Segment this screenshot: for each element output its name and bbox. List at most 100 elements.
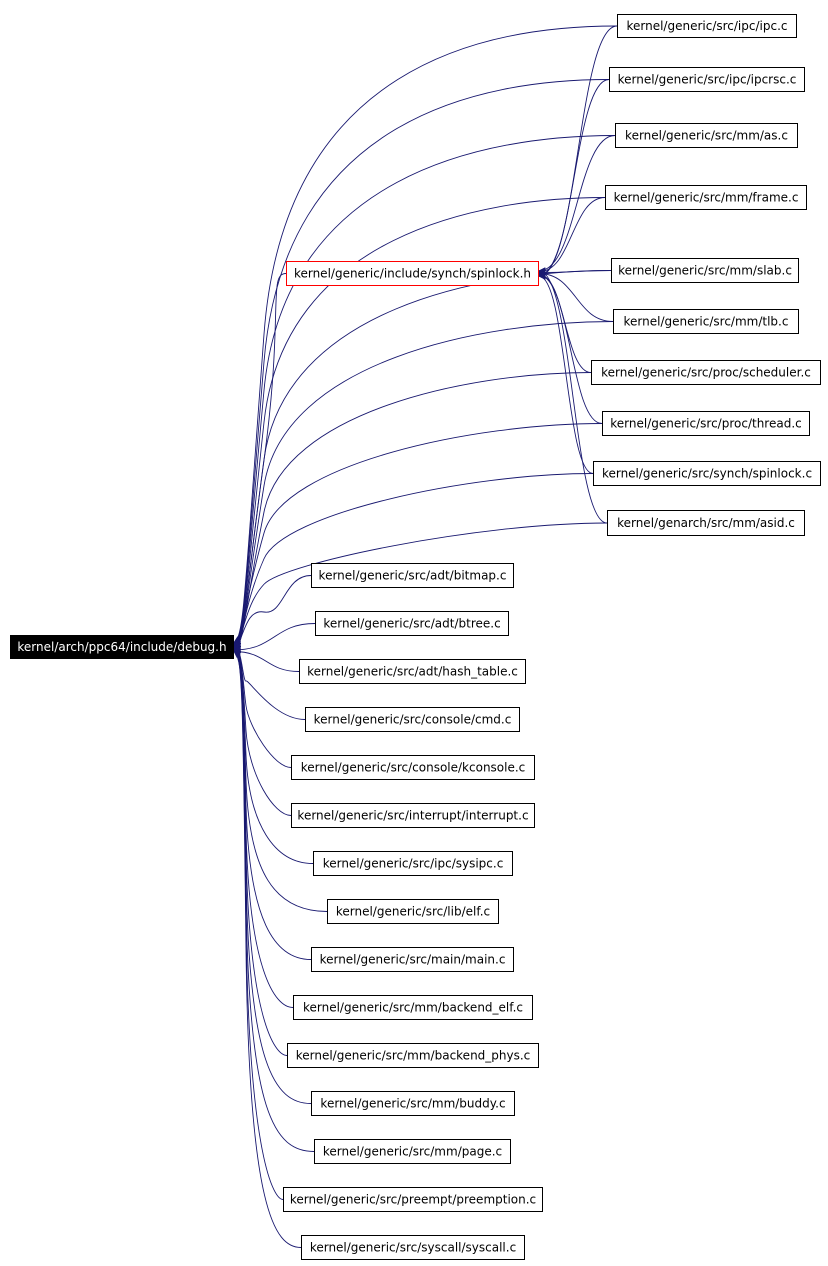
node-box — [611, 258, 799, 283]
node-kconsole-c[interactable]: kernel/generic/src/console/kconsole.c — [291, 755, 535, 780]
edge-slab_c-to-debug — [233, 270, 612, 649]
node-label: kernel/generic/src/mm/as.c — [625, 129, 788, 143]
node-cmd-c[interactable]: kernel/generic/src/console/cmd.c — [305, 707, 520, 732]
node-label: kernel/generic/src/interrupt/interrupt.c — [297, 809, 528, 823]
node-preemption-c[interactable]: kernel/generic/src/preempt/preemption.c — [283, 1187, 543, 1212]
node-label: kernel/generic/src/ipc/ipcrsc.c — [618, 73, 797, 87]
edge-ipc_c-to-spinlock_h — [538, 25, 618, 279]
edge-thread_c-to-debug — [233, 423, 603, 643]
node-as-c[interactable]: kernel/generic/src/mm/as.c — [615, 123, 798, 148]
node-box — [301, 1235, 525, 1260]
node-btree-c[interactable]: kernel/generic/src/adt/btree.c — [315, 611, 509, 636]
node-asid-c[interactable]: kernel/genarch/src/mm/asid.c — [607, 510, 805, 536]
node-scheduler-c[interactable]: kernel/generic/src/proc/scheduler.c — [591, 360, 821, 385]
node-box — [591, 360, 821, 385]
node-label: kernel/generic/src/console/kconsole.c — [301, 761, 526, 775]
node-box — [615, 123, 798, 148]
node-ipc-c[interactable]: kernel/generic/src/ipc/ipc.c — [617, 14, 797, 38]
node-label: kernel/generic/src/mm/slab.c — [618, 264, 792, 278]
node-label: kernel/generic/src/mm/page.c — [323, 1145, 502, 1159]
node-backend-elf-c[interactable]: kernel/generic/src/mm/backend_elf.c — [293, 995, 533, 1020]
node-syscall-c[interactable]: kernel/generic/src/syscall/syscall.c — [301, 1235, 525, 1260]
node-label: kernel/generic/src/ipc/sysipc.c — [323, 857, 504, 871]
node-box — [283, 1187, 543, 1212]
node-tlb-c[interactable]: kernel/generic/src/mm/tlb.c — [613, 309, 799, 334]
edge-tlb_c-to-debug — [233, 321, 614, 651]
node-thread-c[interactable]: kernel/generic/src/proc/thread.c — [602, 411, 810, 436]
node-box — [602, 411, 810, 436]
node-box — [314, 1139, 511, 1164]
node-spinlock-h[interactable]: kernel/generic/include/synch/spinlock.h — [286, 261, 539, 286]
node-box — [609, 67, 805, 92]
edge-hash_table_c-to-debug — [233, 648, 300, 672]
node-box — [593, 461, 821, 486]
node-label: kernel/generic/src/ipc/ipc.c — [626, 19, 787, 33]
node-box — [327, 899, 499, 924]
node-box — [291, 803, 535, 828]
edges-layer — [233, 25, 618, 1248]
edge-asid_c-to-spinlock_h — [538, 267, 608, 524]
node-elf-c[interactable]: kernel/generic/src/lib/elf.c — [327, 899, 499, 924]
node-label: kernel/generic/src/syscall/syscall.c — [310, 1241, 516, 1255]
node-box — [305, 707, 520, 732]
edge-frame_c-to-spinlock_h — [538, 197, 606, 276]
edge-as_c-to-debug — [233, 135, 616, 646]
node-box — [291, 755, 535, 780]
node-label: kernel/generic/src/preempt/preemption.c — [290, 1193, 536, 1207]
edge-btree_c-to-debug — [233, 623, 316, 654]
nodes-layer: kernel/arch/ppc64/include/debug.h kernel/… — [10, 14, 821, 1260]
node-debug[interactable]: kernel/arch/ppc64/include/debug.h — [10, 635, 234, 659]
node-box — [299, 659, 526, 684]
node-label: kernel/generic/src/proc/thread.c — [610, 417, 801, 431]
edge-spinlock_h-to-debug — [233, 273, 287, 648]
node-label: kernel/arch/ppc64/include/debug.h — [17, 640, 226, 654]
node-box — [287, 1043, 539, 1068]
edge-asid_c-to-debug — [233, 522, 608, 646]
node-hash-table-c[interactable]: kernel/generic/src/adt/hash_table.c — [299, 659, 526, 684]
node-main-c[interactable]: kernel/generic/src/main/main.c — [311, 947, 514, 972]
node-box — [311, 1091, 515, 1116]
node-box — [617, 14, 797, 38]
node-box — [10, 635, 234, 659]
edge-ipcrsc_c-to-spinlock_h — [538, 79, 610, 280]
node-label: kernel/generic/src/main/main.c — [320, 953, 506, 967]
node-label: kernel/generic/include/synch/spinlock.h — [294, 267, 531, 281]
node-box — [293, 995, 533, 1020]
node-label: kernel/generic/src/mm/buddy.c — [320, 1097, 505, 1111]
node-box — [311, 563, 514, 588]
node-page-c[interactable]: kernel/generic/src/mm/page.c — [314, 1139, 511, 1164]
node-box — [613, 309, 799, 334]
node-ipcrsc-c[interactable]: kernel/generic/src/ipc/ipcrsc.c — [609, 67, 805, 92]
node-buddy-c[interactable]: kernel/generic/src/mm/buddy.c — [311, 1091, 515, 1116]
edge-thread_c-to-spinlock_h — [538, 271, 603, 424]
node-label: kernel/generic/src/mm/backend_elf.c — [303, 1001, 523, 1015]
node-box — [605, 185, 807, 210]
edge-spinlock_c-to-debug — [233, 473, 594, 645]
node-bitmap-c[interactable]: kernel/generic/src/adt/bitmap.c — [311, 563, 514, 588]
node-sysipc-c[interactable]: kernel/generic/src/ipc/sysipc.c — [313, 851, 513, 876]
node-box — [607, 510, 805, 536]
node-slab-c[interactable]: kernel/generic/src/mm/slab.c — [611, 258, 799, 283]
node-label: kernel/genarch/src/mm/asid.c — [617, 516, 795, 530]
node-label: kernel/generic/src/adt/hash_table.c — [307, 665, 518, 679]
node-box — [315, 611, 509, 636]
node-label: kernel/generic/src/proc/scheduler.c — [601, 366, 811, 380]
node-label: kernel/generic/src/adt/btree.c — [323, 617, 500, 631]
node-label: kernel/generic/src/mm/backend_phys.c — [296, 1049, 531, 1063]
node-backend-phys-c[interactable]: kernel/generic/src/mm/backend_phys.c — [287, 1043, 539, 1068]
node-label: kernel/generic/src/mm/frame.c — [614, 191, 799, 205]
edge-tlb_c-to-spinlock_h — [538, 270, 614, 322]
node-frame-c[interactable]: kernel/generic/src/mm/frame.c — [605, 185, 807, 210]
node-label: kernel/generic/src/mm/tlb.c — [624, 315, 789, 329]
node-label: kernel/generic/src/synch/spinlock.c — [602, 467, 812, 481]
edge-spinlock_c-to-spinlock_h — [538, 272, 594, 474]
node-spinlock-c[interactable]: kernel/generic/src/synch/spinlock.c — [593, 461, 821, 486]
edge-slab_c-to-spinlock_h — [538, 269, 612, 277]
node-label: kernel/generic/src/lib/elf.c — [336, 905, 490, 919]
edge-scheduler_c-to-debug — [233, 372, 592, 652]
node-label: kernel/generic/src/adt/bitmap.c — [319, 569, 507, 583]
node-interrupt-c[interactable]: kernel/generic/src/interrupt/interrupt.c — [291, 803, 535, 828]
edge-preemption_c-to-debug — [233, 646, 284, 1200]
node-label: kernel/generic/src/console/cmd.c — [314, 713, 512, 727]
